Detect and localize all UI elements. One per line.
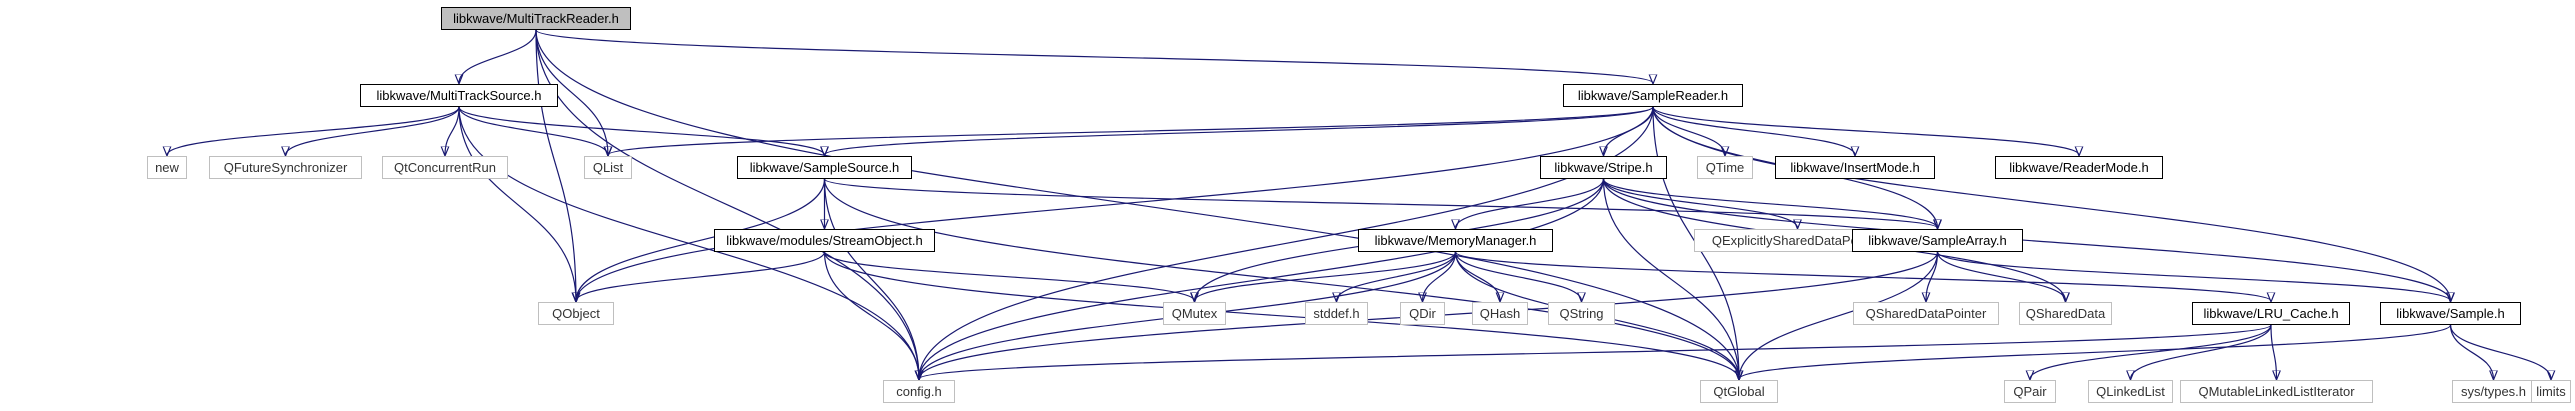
node-qhash: QHash xyxy=(1472,302,1528,325)
node-qpair: QPair xyxy=(2004,380,2056,403)
node-qsd: QSharedData xyxy=(2019,302,2112,325)
edge-sa-to-qsdp xyxy=(1926,251,1939,301)
edge-stripe-to-qesdp xyxy=(1602,178,1798,228)
node-sr[interactable]: libkwave/SampleReader.h xyxy=(1563,84,1743,107)
node-config: config.h xyxy=(883,380,955,403)
node-qstring: QString xyxy=(1548,302,1615,325)
edge-sr-to-im xyxy=(1652,106,1855,155)
edge-lru-to-qmlli xyxy=(2270,324,2277,379)
node-qobject: QObject xyxy=(538,302,614,325)
edge-sr-to-qobject xyxy=(576,106,1654,301)
edge-root-to-qglobal xyxy=(535,29,1739,379)
node-qcr: QtConcurrentRun xyxy=(382,156,508,179)
edge-sample-to-limits xyxy=(2449,324,2552,379)
node-stripe[interactable]: libkwave/Stripe.h xyxy=(1540,156,1667,179)
node-stddef: stddef.h xyxy=(1305,302,1368,325)
edge-sa-to-qsd xyxy=(1936,251,2066,301)
edge-sample-to-systypes xyxy=(2449,324,2494,379)
edge-sr-to-rm xyxy=(1652,106,2079,155)
node-qmutex: QMutex xyxy=(1163,302,1226,325)
edge-mts-to-qobject xyxy=(458,106,576,301)
edge-stripe-to-config xyxy=(919,178,1605,379)
node-sample[interactable]: libkwave/Sample.h xyxy=(2380,302,2521,325)
node-qdir: QDir xyxy=(1400,302,1445,325)
node-im[interactable]: libkwave/InsertMode.h xyxy=(1775,156,1935,179)
node-mm[interactable]: libkwave/MemoryManager.h xyxy=(1358,229,1553,252)
edge-mm-to-stddef xyxy=(1337,251,1457,301)
edge-root-to-config xyxy=(535,29,919,379)
edge-lru-to-qll xyxy=(2131,324,2272,379)
node-rm[interactable]: libkwave/ReaderMode.h xyxy=(1995,156,2163,179)
node-qmlli: QMutableLinkedListIterator xyxy=(2180,380,2373,403)
edge-sr-to-ss xyxy=(825,106,1654,155)
edge-lru-to-config xyxy=(919,324,2272,379)
edge-lru-to-qpair xyxy=(2030,324,2272,379)
edge-root-to-sr xyxy=(535,29,1653,83)
edge-sr-to-qtime xyxy=(1652,106,1725,155)
edge-ss-to-qglobal xyxy=(823,178,1740,379)
edge-ss-to-qobject xyxy=(576,178,826,301)
edge-sample-to-qglobal xyxy=(1739,324,2452,379)
edge-mts-to-qfs xyxy=(286,106,460,155)
edge-mts-to-new xyxy=(167,106,460,155)
node-so[interactable]: libkwave/modules/StreamObject.h xyxy=(714,229,935,252)
edge-mm-to-qdir xyxy=(1423,251,1457,301)
edge-root-to-mts xyxy=(459,29,537,83)
edge-mm-to-lru xyxy=(1454,251,2272,301)
node-qfs: QFutureSynchronizer xyxy=(209,156,362,179)
node-mts[interactable]: libkwave/MultiTrackSource.h xyxy=(360,84,558,107)
node-systypes: sys/types.h xyxy=(2452,380,2535,403)
edge-stripe-to-sample xyxy=(1602,178,2451,301)
edge-root-to-qobject xyxy=(535,29,576,301)
node-sa[interactable]: libkwave/SampleArray.h xyxy=(1852,229,2023,252)
edge-stripe-to-sa xyxy=(1602,178,1938,228)
edge-so-to-qglobal xyxy=(823,251,1740,379)
node-lru[interactable]: libkwave/LRU_Cache.h xyxy=(2192,302,2350,325)
edge-mts-to-ss xyxy=(458,106,825,155)
edge-so-to-qobject xyxy=(576,251,826,301)
node-limits: limits xyxy=(2531,380,2571,403)
edge-stripe-to-mm xyxy=(1456,178,1605,228)
node-qll: QLinkedList xyxy=(2088,380,2173,403)
edge-so-to-qmutex xyxy=(823,251,1195,301)
node-root[interactable]: libkwave/MultiTrackReader.h xyxy=(441,7,631,30)
node-qtime: QTime xyxy=(1697,156,1753,179)
node-qesdp: QExplicitlySharedDataPointer xyxy=(1694,229,1901,252)
edge-so-to-config xyxy=(823,251,920,379)
edge-mm-to-qstring xyxy=(1454,251,1582,301)
edge-mm-to-qmutex xyxy=(1195,251,1457,301)
node-qsdp: QSharedDataPointer xyxy=(1853,302,1999,325)
node-qglobal: QtGlobal xyxy=(1700,380,1778,403)
node-new: new xyxy=(147,156,187,179)
node-qlist: QList xyxy=(584,156,632,179)
edge-mts-to-qlist xyxy=(458,106,608,155)
edge-stripe-to-qglobal xyxy=(1602,178,1740,379)
edge-sa-to-sample xyxy=(1936,251,2451,301)
edge-ss-to-config xyxy=(823,178,920,379)
edge-sa-to-qglobal xyxy=(1739,251,1939,379)
node-ss[interactable]: libkwave/SampleSource.h xyxy=(737,156,912,179)
edge-sr-to-qlist xyxy=(608,106,1654,155)
edge-ss-to-sa xyxy=(823,178,1938,228)
edge-sr-to-sample xyxy=(1652,106,2451,301)
edge-root-to-qlist xyxy=(535,29,608,155)
